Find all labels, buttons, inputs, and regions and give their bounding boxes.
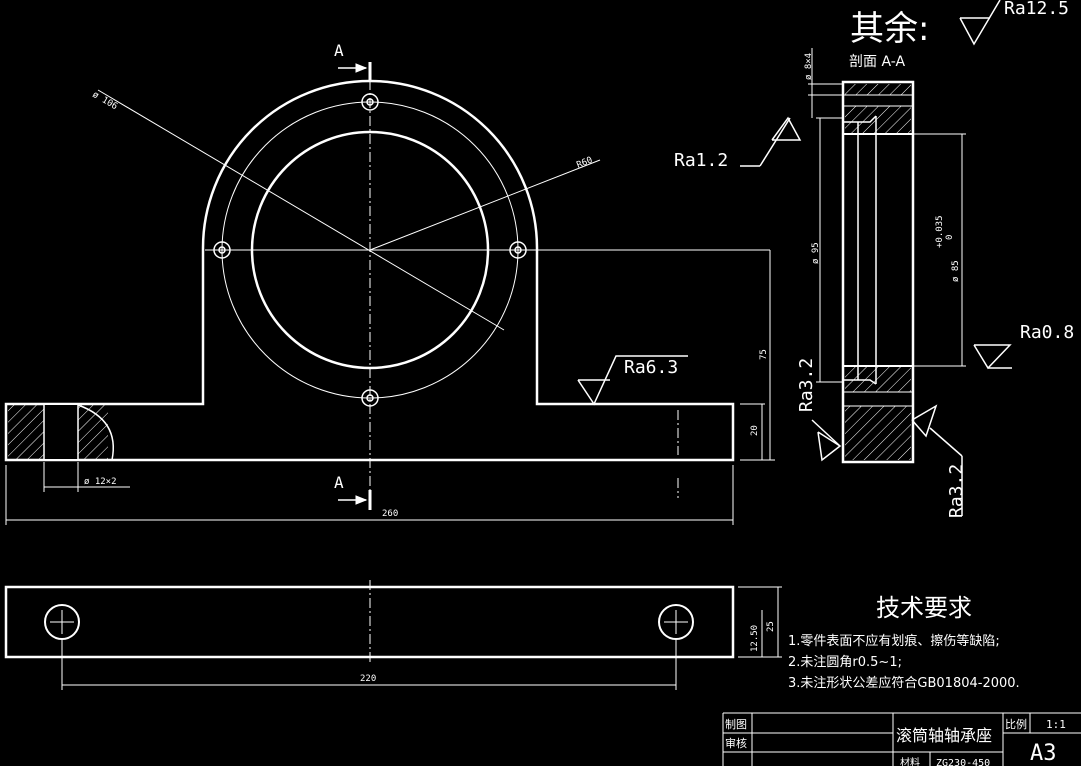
roughness-ra0-8: Ra0.8 — [1020, 322, 1074, 343]
front-outline — [4, 79, 735, 462]
section-label: 剖面 A-A — [849, 54, 905, 70]
left-hole — [44, 604, 80, 640]
section-outline — [841, 80, 915, 464]
title-material-value: ZG230-450 — [936, 758, 990, 766]
section-marker-bottom: A — [334, 473, 344, 492]
dim-d85: ø 85 — [951, 260, 961, 282]
tech-req-item-3: 3.未注形状公差应符合GB01804-2000. — [788, 675, 1020, 691]
roughness-ra6-3: Ra6.3 — [624, 357, 678, 378]
dim-d8x4: ø 8×4 — [804, 53, 814, 80]
dim-20: 20 — [750, 425, 760, 436]
title-scale-value: 1:1 — [1046, 718, 1066, 731]
title-block — [722, 712, 1081, 766]
dim-260: 260 — [382, 509, 398, 519]
dim-d95: ø 95 — [811, 242, 821, 264]
dim-12-50: 12.50 — [750, 625, 760, 652]
dim-d106: ø 106 — [91, 90, 119, 112]
roughness-ra3-2-left: Ra3.2 — [796, 358, 817, 412]
roughness-ra1-2: Ra1.2 — [674, 150, 728, 171]
dim-tol-upper: +0.035 — [935, 215, 945, 248]
title-part-name: 滚筒轴轴承座 — [896, 726, 992, 745]
title-sheet-size: A3 — [1030, 741, 1057, 766]
title-checked-label: 审核 — [725, 736, 747, 750]
roughness-other-label: 其余: — [850, 9, 929, 49]
dim-r60: R60 — [575, 155, 594, 170]
dim-25: 25 — [766, 621, 776, 632]
title-drawn-label: 制图 — [725, 718, 747, 731]
tech-req-item-1: 1.零件表面不应有划痕、擦伤等缺陷; — [788, 633, 1000, 649]
roughness-ra12-5: Ra12.5 — [1004, 0, 1069, 19]
right-hole — [658, 604, 694, 640]
title-scale-label: 比例 — [1005, 717, 1027, 731]
tech-req-title: 技术要求 — [876, 594, 972, 622]
front-view — [4, 62, 775, 525]
section-view — [740, 0, 1012, 516]
dim-tol-lower: 0 — [945, 235, 955, 240]
dim-d12x2: ø 12×2 — [84, 477, 117, 487]
roughness-ra3-2-right: Ra3.2 — [946, 464, 967, 518]
top-view — [4, 580, 782, 690]
section-marker-top: A — [334, 41, 344, 60]
dim-220: 220 — [360, 674, 376, 684]
title-material-label: 材料 — [900, 756, 920, 766]
tech-req-item-2: 2.未注圆角r0.5~1; — [788, 655, 902, 670]
dim-75: 75 — [759, 349, 769, 360]
